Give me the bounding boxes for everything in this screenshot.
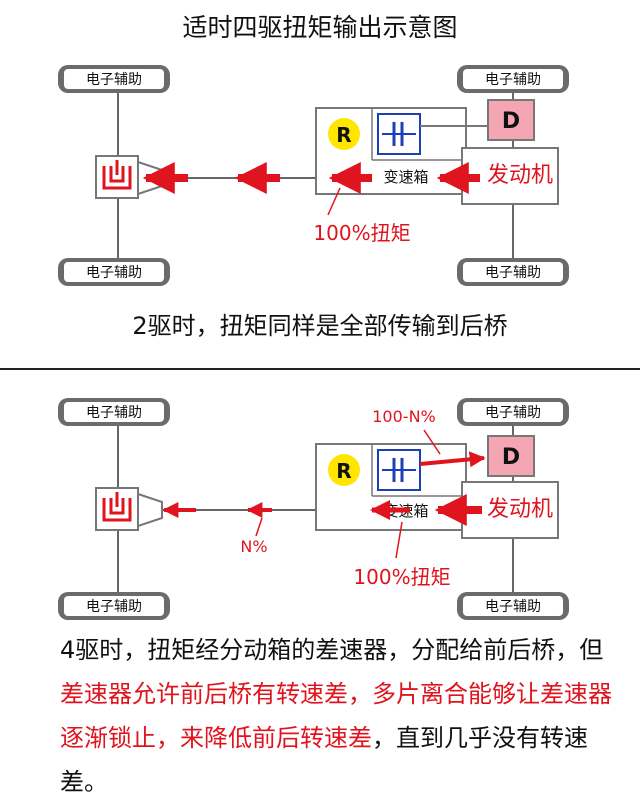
d-label: D <box>502 445 520 470</box>
caption-2wd: 2驱时，扭矩同样是全部传输到后桥 <box>132 312 508 340</box>
page-title: 适时四驱扭矩输出示意图 <box>182 13 458 42</box>
rear-differential-icon <box>95 487 163 531</box>
d-box <box>487 99 535 141</box>
wheel-front-right: 电子辅助 <box>457 398 569 426</box>
diagram-2wd: 电子辅助 电子辅助 电子辅助 电子辅助 R D 发动机 变速箱 <box>58 65 569 286</box>
wheel-label: 电子辅助 <box>86 72 142 88</box>
wheel-rear-left: 电子辅助 <box>58 258 170 286</box>
torque-label: 100%扭矩 <box>353 565 450 589</box>
r-indicator <box>328 454 360 486</box>
torque-arrows <box>162 451 486 526</box>
wheel-rear-right: 电子辅助 <box>457 258 569 286</box>
explanation-paragraph: 4驱时，扭矩经分动箱的差速器，分配给前后桥，但差速器允许前后桥有转速差，多片离合… <box>60 628 620 804</box>
r-indicator <box>328 118 360 150</box>
wheel-label: 电子辅助 <box>86 405 142 421</box>
paragraph-highlight: 差速器允许前后桥有转速差，多片离合能够让差速器逐渐锁止，来降低前后转速差 <box>60 680 612 752</box>
paragraph-text: 4驱时，扭矩经分动箱的差速器，分配给前后桥，但 <box>60 636 604 664</box>
wheel-label: 电子辅助 <box>485 405 541 421</box>
wheel-label: 电子辅助 <box>485 599 541 615</box>
engine-label: 发动机 <box>487 163 553 188</box>
clutch-icon <box>377 113 421 155</box>
wheel-front-right: 电子辅助 <box>457 65 569 93</box>
wheel-label: 电子辅助 <box>86 265 142 281</box>
diagram-4wd: 电子辅助 电子辅助 电子辅助 电子辅助 R D 发动机 变速箱 <box>58 398 569 620</box>
wheel-label: 电子辅助 <box>485 265 541 281</box>
wheel-label: 电子辅助 <box>485 72 541 88</box>
torque-label: 100%扭矩 <box>313 221 410 245</box>
wheel-front-left: 电子辅助 <box>58 398 170 426</box>
gearbox-label: 变速箱 <box>383 168 428 186</box>
wheel-rear-left: 电子辅助 <box>58 592 170 620</box>
d-label: D <box>502 109 520 134</box>
d-box <box>487 435 535 477</box>
engine-label: 发动机 <box>487 497 553 522</box>
paragraph-text-end: ，直到几乎没有转速差。 <box>60 724 588 796</box>
clutch-icon <box>377 449 421 491</box>
rear-torque-label: N% <box>240 537 267 556</box>
wheel-label: 电子辅助 <box>86 599 142 615</box>
divider <box>0 368 640 370</box>
r-label: R <box>336 123 351 147</box>
front-torque-label: 100-N% <box>372 407 435 426</box>
wheel-front-left: 电子辅助 <box>58 65 170 93</box>
r-label: R <box>336 459 351 483</box>
wheel-rear-right: 电子辅助 <box>457 592 569 620</box>
